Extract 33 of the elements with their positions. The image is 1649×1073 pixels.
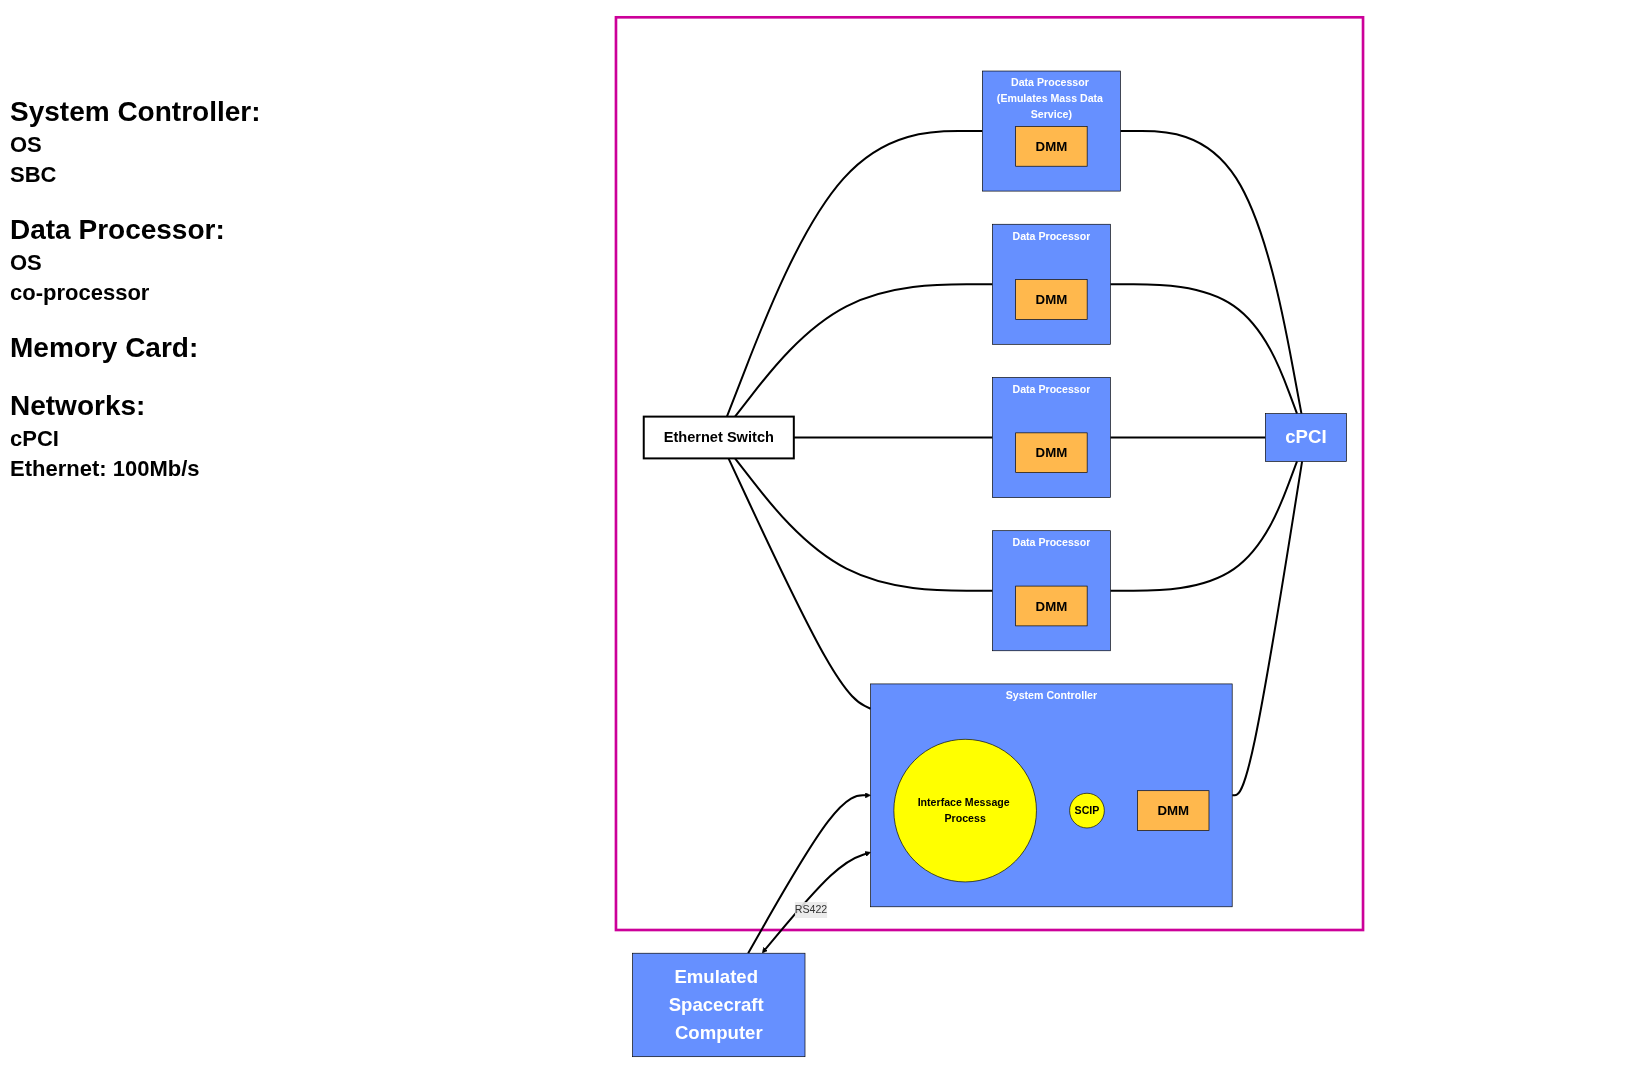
connector [727,456,872,710]
spec-heading: Networks: [10,390,147,422]
node-box: DMM [1015,125,1088,167]
node-box: DMM [1015,585,1088,626]
spec-text: co-processor [10,280,151,306]
node-box: Emulated Spacecraft Computer [632,952,806,1057]
node-circle: SCIP [1069,792,1105,828]
spec-text: OS [10,250,43,276]
connector [1109,436,1267,438]
spec-heading: System Controller: [10,96,262,128]
spec-text: Ethernet: 100Mb/s [10,456,201,482]
connector [734,456,994,592]
node-box: cPCI [1265,412,1347,462]
connector [1119,129,1303,415]
arrow [747,791,871,954]
connector [1231,459,1304,796]
arrow [761,850,871,953]
spec-text: OS [10,132,43,158]
spec-text: cPCI [10,426,60,452]
spec-text: SBC [10,162,58,188]
node-box: DMM [1137,789,1210,831]
node-circle: Interface Message Process [893,738,1037,882]
spec-heading: Memory Card: [10,332,200,364]
connector [1109,459,1298,592]
edge-label: RS422 [794,903,828,915]
connector [734,282,994,418]
cluster [614,15,1365,931]
node-box: DMM [1015,278,1088,320]
node-box: Ethernet Switch [642,415,795,459]
connector [725,129,984,418]
spec-heading: Data Processor: [10,214,226,246]
node-box: DMM [1015,432,1088,473]
connector [1109,282,1298,415]
